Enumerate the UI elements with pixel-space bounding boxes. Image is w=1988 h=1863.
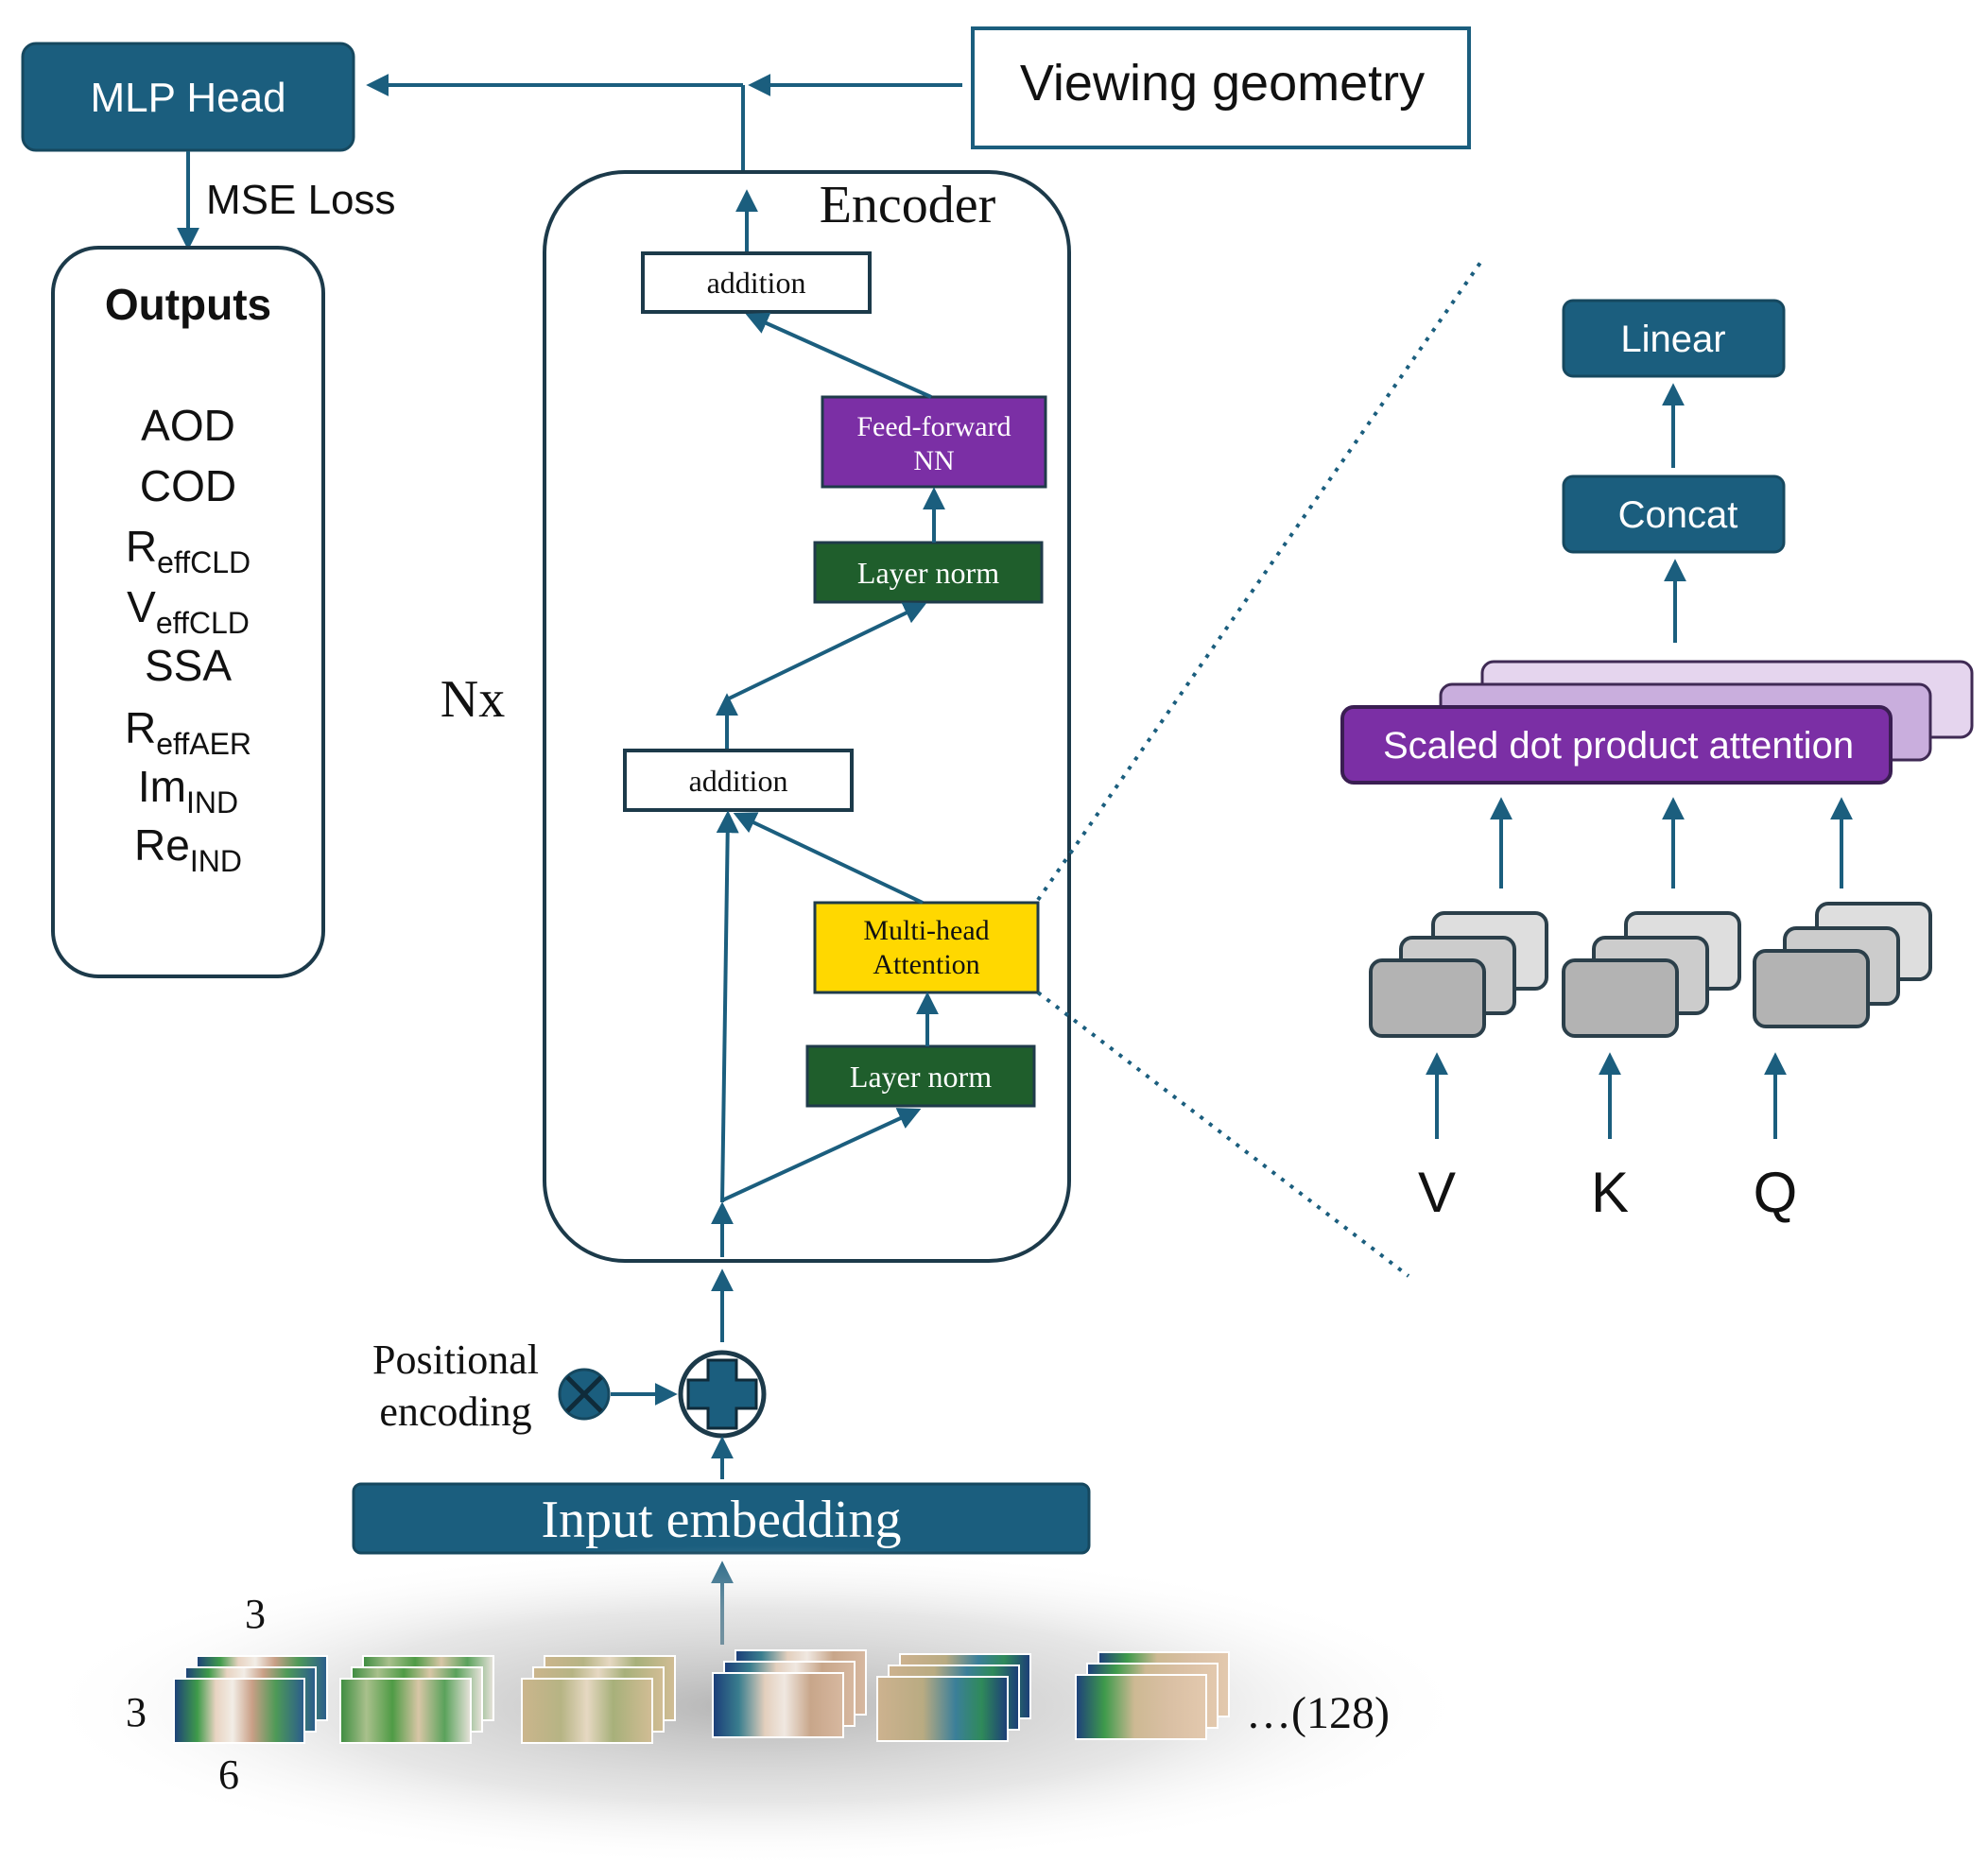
concat-box [1562,474,1786,554]
mlp-head-box [21,42,355,152]
output-item: VeffCLD [127,582,250,640]
output-item: ReffAER [125,703,251,761]
k-projection-stack [1562,911,1741,1038]
zoom-line-bottom [1036,991,1410,1278]
patch-dim-bottom: 6 [218,1751,239,1798]
patch-stack-4 [712,1649,867,1738]
output-item-base: SSA [145,641,232,690]
output-item: AOD [141,401,235,450]
patch-stack-2 [339,1655,494,1744]
feed-forward-box [821,395,1047,489]
layer-norm-bottom-box [805,1044,1036,1108]
q-projection-stack [1753,902,1932,1028]
addition-top-label: addition [707,266,806,300]
attention-detail: Linear Concat Scaled dot product attenti… [1340,299,1974,1224]
positional-encoding-label-line1: Positional [372,1337,539,1383]
input-embedding: Input embedding [352,1482,1091,1555]
output-item-base: R [125,703,156,752]
output-item-subscript: effAER [156,727,251,761]
feed-forward-label-line1: Feed-forward [856,411,1011,442]
output-item-base: R [126,522,157,571]
v-projection-stack [1369,911,1548,1038]
output-item: ReffCLD [126,522,251,579]
multi-head-attention-label-line2: Attention [873,949,979,980]
sdpa-label: Scaled dot product attention [1383,725,1854,767]
viewing-geometry-label: Viewing geometry [1020,55,1425,112]
positional-encoding: Positional encoding [372,1337,678,1435]
output-item-subscript: IND [186,785,238,819]
feed-forward-label-line2: NN [913,445,954,476]
sum-node [678,1350,767,1439]
viewing-geometry: Viewing geometry [971,26,1471,149]
linear-box [1562,299,1786,378]
output-item: COD [140,461,236,510]
plus-icon [686,1358,758,1430]
v-input-label: V [1418,1161,1456,1224]
encoder-title: Encoder [820,176,996,234]
outputs-panel: Outputs AODCODReffCLDVeffCLDSSAReffAERIm… [51,246,325,978]
concat-label: Concat [1618,494,1738,536]
output-item-base: V [127,582,156,631]
positional-encoding-label-line2: encoding [379,1389,531,1435]
addition-bottom-label: addition [689,764,788,798]
patch-dim-left: 3 [126,1689,147,1735]
input-embedding-label: Input embedding [541,1491,901,1549]
layer-norm-top-box [813,541,1044,604]
layer-norm-top-label: Layer norm [857,556,999,590]
patch-stack-3 [521,1655,676,1744]
multiply-icon-stroke-b [565,1375,603,1413]
patch-stacks [173,1649,1230,1744]
zoom-line-top [1036,258,1484,902]
output-item: SSA [145,641,232,690]
nx-label: Nx [441,670,505,729]
viewing-geometry-box [971,26,1471,149]
output-item-base: Re [134,820,190,870]
mse-loss-label: MSE Loss [206,177,396,223]
output-item-base: COD [140,461,236,510]
outputs-title: Outputs [105,280,271,329]
output-item: ImIND [138,762,238,819]
output-item-base: AOD [141,401,235,450]
output-item-subscript: IND [190,844,242,878]
mlp-head-label: MLP Head [90,75,285,121]
patch-stack-6 [1075,1651,1230,1740]
output-item: ReIND [134,820,242,878]
multi-head-attention-box [813,901,1040,994]
addition-top-box [641,251,872,314]
encoder-block: Encoder Nx addition Feed-forward NN Laye… [441,170,1071,1263]
q-input-label: Q [1754,1161,1798,1224]
output-item-subscript: effCLD [156,606,250,640]
encoder-arrows [711,189,945,1257]
output-item-subscript: effCLD [157,545,251,579]
k-input-label: K [1591,1161,1629,1224]
addition-bottom-box [623,749,854,812]
sdpa-front-box [1340,705,1893,785]
patch-dim-top: 3 [245,1591,266,1637]
layer-norm-bottom-label: Layer norm [850,1060,992,1094]
patch-stack-5 [876,1653,1031,1742]
patch-count-label: …(128) [1246,1688,1390,1738]
output-item-base: Im [138,762,186,811]
mlp-head: MLP Head [21,42,355,152]
multi-head-attention-label-line1: Multi-head [863,915,989,946]
outputs-box [51,246,325,978]
linear-label: Linear [1620,319,1725,360]
patch-stack-1 [173,1655,328,1744]
